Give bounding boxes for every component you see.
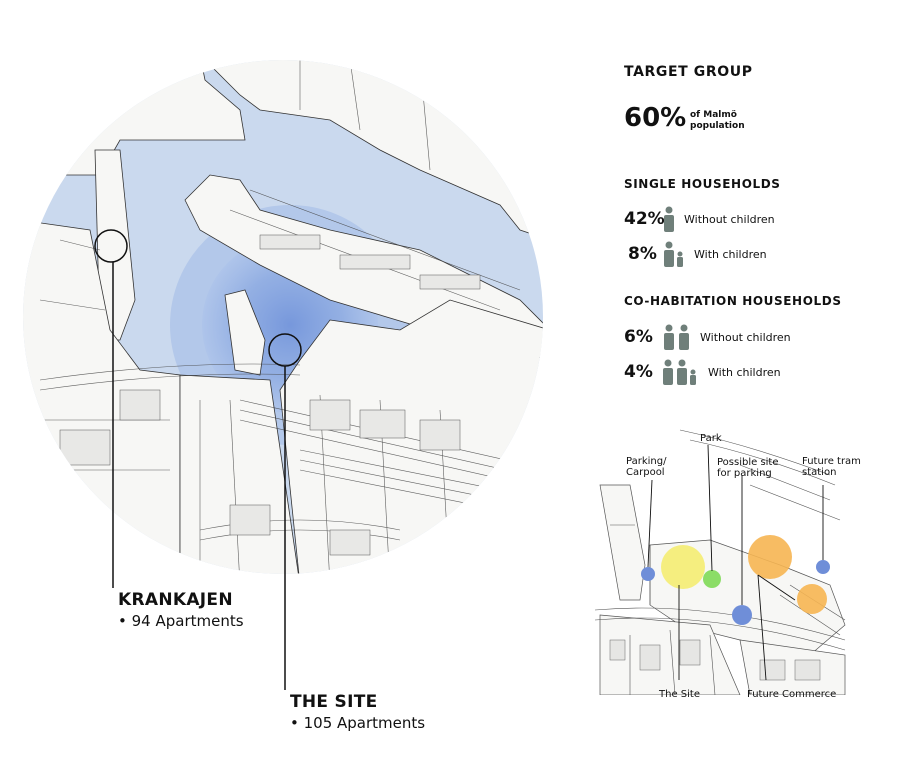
target-group-note-line2: population: [690, 121, 745, 131]
possible-parking-point: [732, 605, 752, 625]
mini-tram-line1: Future tram: [802, 456, 861, 467]
cohab-with-label: With children: [708, 365, 781, 379]
target-group-note: of Malmö population: [690, 110, 745, 132]
target-group-title: TARGET GROUP: [624, 64, 753, 80]
mini-future-tram-label: Future tram station: [802, 456, 861, 478]
commerce-zone-circle-1: [748, 535, 792, 579]
single-households-title: SINGLE HOUSEHOLDS: [624, 177, 781, 191]
single-without-pct: 42%: [624, 209, 665, 229]
krankajen-units: • 94 Apartments: [118, 612, 244, 630]
commerce-zone-circle-2: [797, 584, 827, 614]
mini-park-label: Park: [700, 433, 722, 444]
krankajen-label: KRANKAJEN • 94 Apartments: [118, 590, 244, 630]
two-adults-icon: [662, 324, 692, 350]
tram-station-point: [816, 560, 830, 574]
site-units: • 105 Apartments: [290, 714, 426, 732]
mini-the-site-label: The Site: [659, 689, 700, 700]
cohab-with-pct: 4%: [624, 362, 653, 382]
single-with-pct: 8%: [628, 244, 657, 264]
mini-parking-line1: Parking/: [626, 456, 667, 467]
mini-parking-line2: Carpool: [626, 467, 665, 478]
krankajen-marker[interactable]: [94, 229, 128, 263]
mini-possible-line1: Possible site: [717, 457, 779, 468]
target-group-note-line1: of Malmö: [690, 110, 737, 120]
single-row-with-children: 8% With children: [624, 239, 767, 269]
mini-possible-parking-label: Possible site for parking: [717, 457, 779, 479]
adult-with-child-icon: [662, 241, 686, 267]
site-label: THE SITE • 105 Apartments: [290, 692, 425, 732]
site-name: THE SITE: [290, 692, 378, 712]
mini-future-commerce-label: Future Commerce: [747, 689, 837, 700]
site-zone-circle: [661, 545, 705, 589]
cohab-without-label: Without children: [700, 330, 791, 344]
single-row-without-children: 42% Without children: [624, 204, 775, 234]
mini-parking-carpool-label: Parking/ Carpool: [626, 456, 666, 478]
mini-tram-line2: station: [802, 467, 837, 478]
cohab-row-with-children: 4% With children: [624, 357, 781, 387]
mini-site-map: [594, 429, 846, 695]
single-adult-icon: [662, 206, 676, 232]
cohab-without-pct: 6%: [624, 327, 653, 347]
two-adults-with-children-icon: [662, 359, 700, 385]
park-zone-circle: [703, 570, 721, 588]
target-group-percent: 60%: [624, 103, 687, 133]
cohabitation-title: CO-HABITATION HOUSEHOLDS: [624, 294, 842, 308]
cohab-row-without-children: 6% Without children: [624, 322, 791, 352]
krankajen-name: KRANKAJEN: [118, 590, 233, 610]
carpool-point: [641, 567, 655, 581]
single-without-label: Without children: [684, 212, 775, 226]
mini-possible-line2: for parking: [717, 468, 772, 479]
single-with-label: With children: [694, 247, 767, 261]
